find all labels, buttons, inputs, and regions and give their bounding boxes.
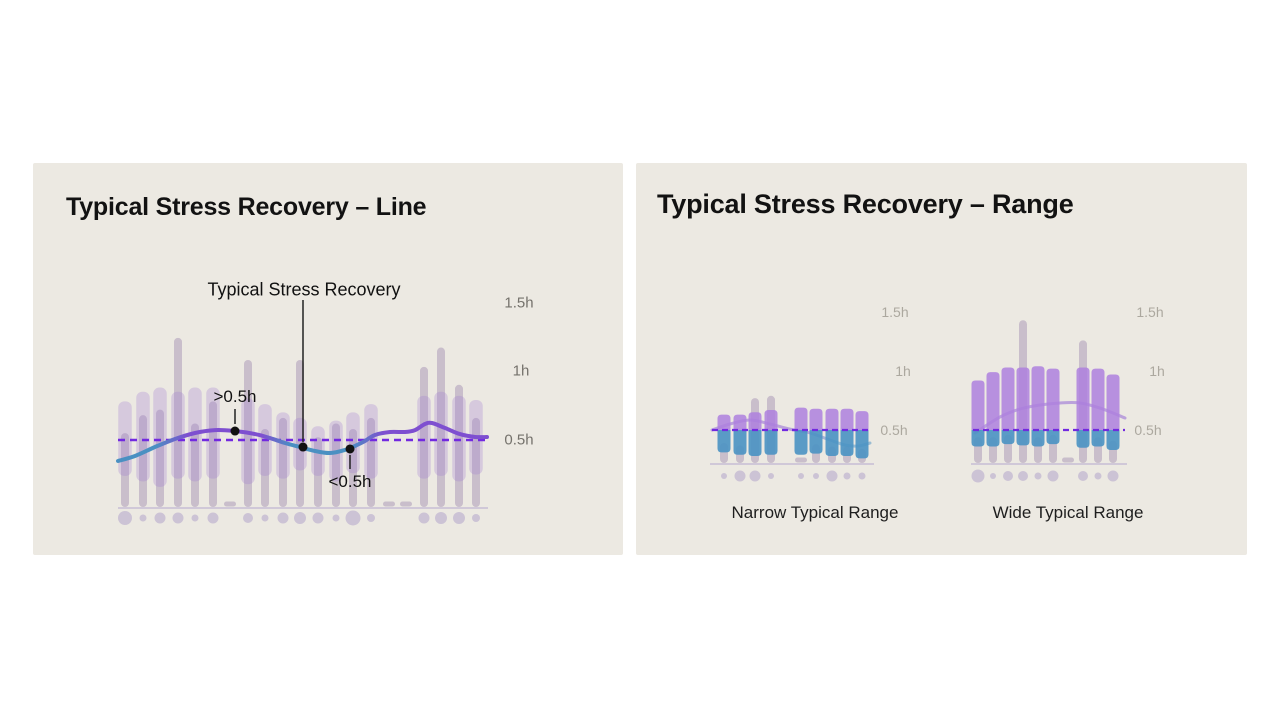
narrow-range-caption: Narrow Typical Range [731,503,899,522]
panel-line-chart: Typical Stress Recovery – Line 1.5h 1h 0… [33,163,623,555]
annotation-below-threshold: <0.5h [328,472,372,491]
recovery-line [116,420,489,463]
range-charts [710,320,1127,483]
day-dots [118,510,480,526]
annotation-above-threshold: >0.5h [213,387,257,406]
wide-y-axis-label-1-5h: 1.5h [1136,304,1164,320]
wide-range-caption: Wide Typical Range [992,503,1144,522]
wide-range-chart [971,320,1127,483]
narrow-range-chart [710,395,874,482]
wide-y-axis-label-1h: 1h [1149,363,1165,379]
wide-y-axis-label-0-5h: 0.5h [1134,422,1162,438]
line-chart [116,300,489,526]
y-axis-label-1h: 1h [512,362,530,380]
panel-range-charts: Typical Stress Recovery – Range 1.5h 1h … [636,163,1247,555]
narrow-y-axis-label-1-5h: 1.5h [881,304,909,320]
y-axis-label-1-5h: 1.5h [504,294,534,312]
annotation-markers [230,300,355,469]
wide-day-dots [971,469,1119,483]
narrow-range-bars [717,407,869,459]
baseline-nubs [224,501,412,507]
narrow-day-dots [721,470,866,482]
annotation-typical-stress-recovery: Typical Stress Recovery [207,279,401,300]
y-axis-label-0-5h: 0.5h [504,431,534,449]
wide-range-bars [971,366,1120,451]
narrow-y-axis-label-1h: 1h [895,363,911,379]
right-panel-title: Typical Stress Recovery – Range [657,189,1074,219]
left-panel-title: Typical Stress Recovery – Line [66,193,427,221]
narrow-y-axis-label-0-5h: 0.5h [880,422,908,438]
